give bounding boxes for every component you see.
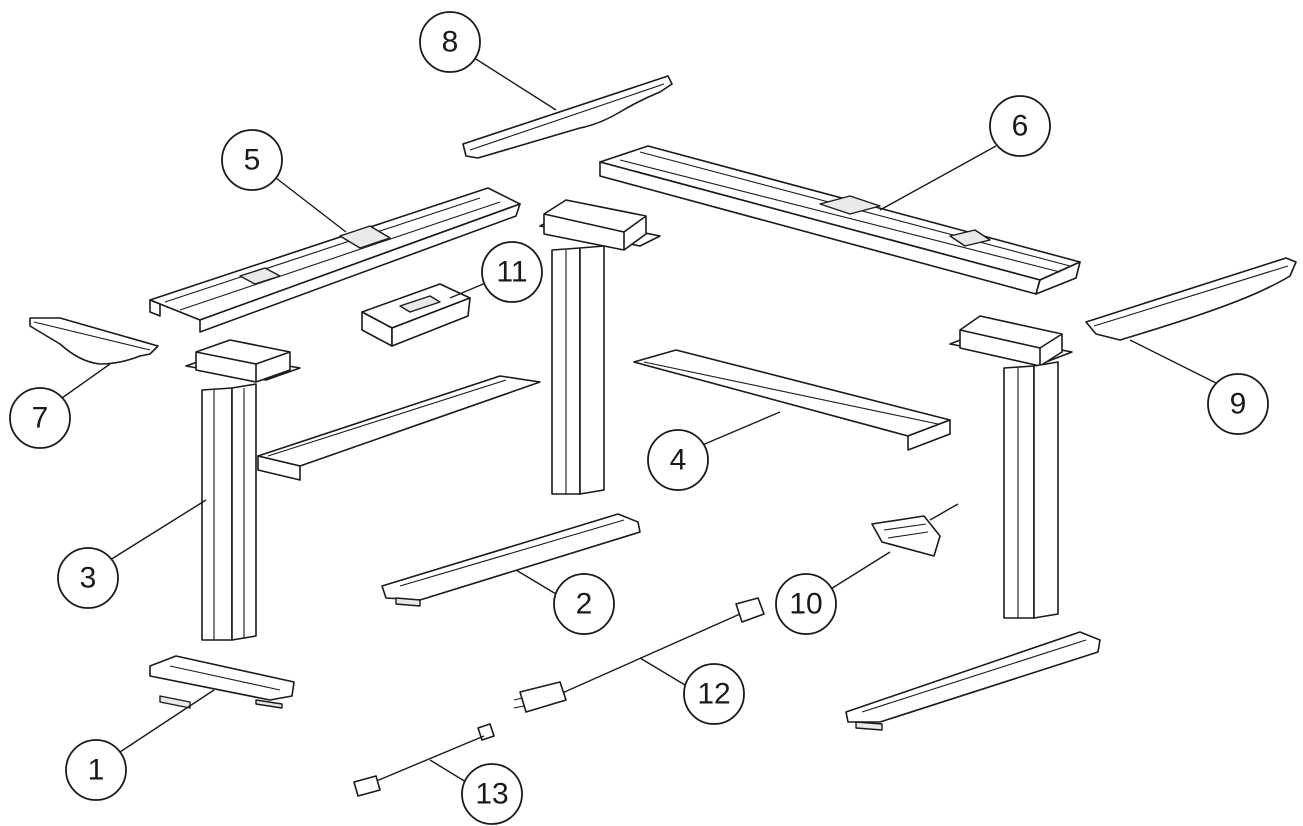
callout-2: 2	[553, 573, 615, 635]
part-7-bracket	[29, 317, 159, 365]
part-8-bracket	[462, 75, 673, 159]
callout-1: 1	[65, 739, 127, 801]
part-4-rail	[257, 349, 951, 481]
right-leg	[949, 315, 1073, 619]
callout-label-3: 3	[80, 562, 97, 595]
callout-label-10: 10	[789, 588, 822, 621]
callout-5: 5	[221, 129, 283, 191]
callout-7: 7	[9, 387, 71, 449]
part-12-power-cable	[513, 597, 765, 713]
callout-10: 10	[775, 573, 837, 635]
part-10-handset	[871, 503, 959, 557]
callout-11: 11	[481, 241, 543, 303]
callout-label-12: 12	[697, 678, 730, 711]
part-3-leg	[185, 339, 301, 641]
callout-label-1: 1	[88, 754, 105, 787]
part-5-crossbar	[149, 187, 521, 333]
callout-9: 9	[1207, 373, 1269, 435]
callout-6: 6	[989, 95, 1051, 157]
callout-4: 4	[647, 429, 709, 491]
callout-12: 12	[683, 663, 745, 725]
part-13-cable	[353, 723, 495, 797]
part-11-control-box	[361, 283, 471, 347]
callout-label-9: 9	[1230, 388, 1247, 421]
callout-label-7: 7	[32, 402, 49, 435]
callout-label-13: 13	[475, 778, 508, 811]
part-1-foot	[149, 655, 295, 709]
right-foot	[845, 631, 1101, 731]
callout-3: 3	[57, 547, 119, 609]
callout-label-11: 11	[496, 256, 527, 289]
callout-8: 8	[419, 11, 481, 73]
callout-13: 13	[461, 763, 523, 825]
middle-leg	[539, 199, 661, 495]
callout-label-4: 4	[670, 444, 687, 477]
callout-label-2: 2	[576, 588, 593, 621]
callout-label-5: 5	[244, 144, 261, 177]
callout-label-8: 8	[442, 26, 459, 59]
part-6-crossbar	[599, 145, 1081, 295]
part-9-bracket	[1085, 257, 1297, 341]
leader-lines	[61, 53, 1219, 783]
part-2-foot	[381, 513, 641, 607]
callout-label-6: 6	[1012, 110, 1029, 143]
